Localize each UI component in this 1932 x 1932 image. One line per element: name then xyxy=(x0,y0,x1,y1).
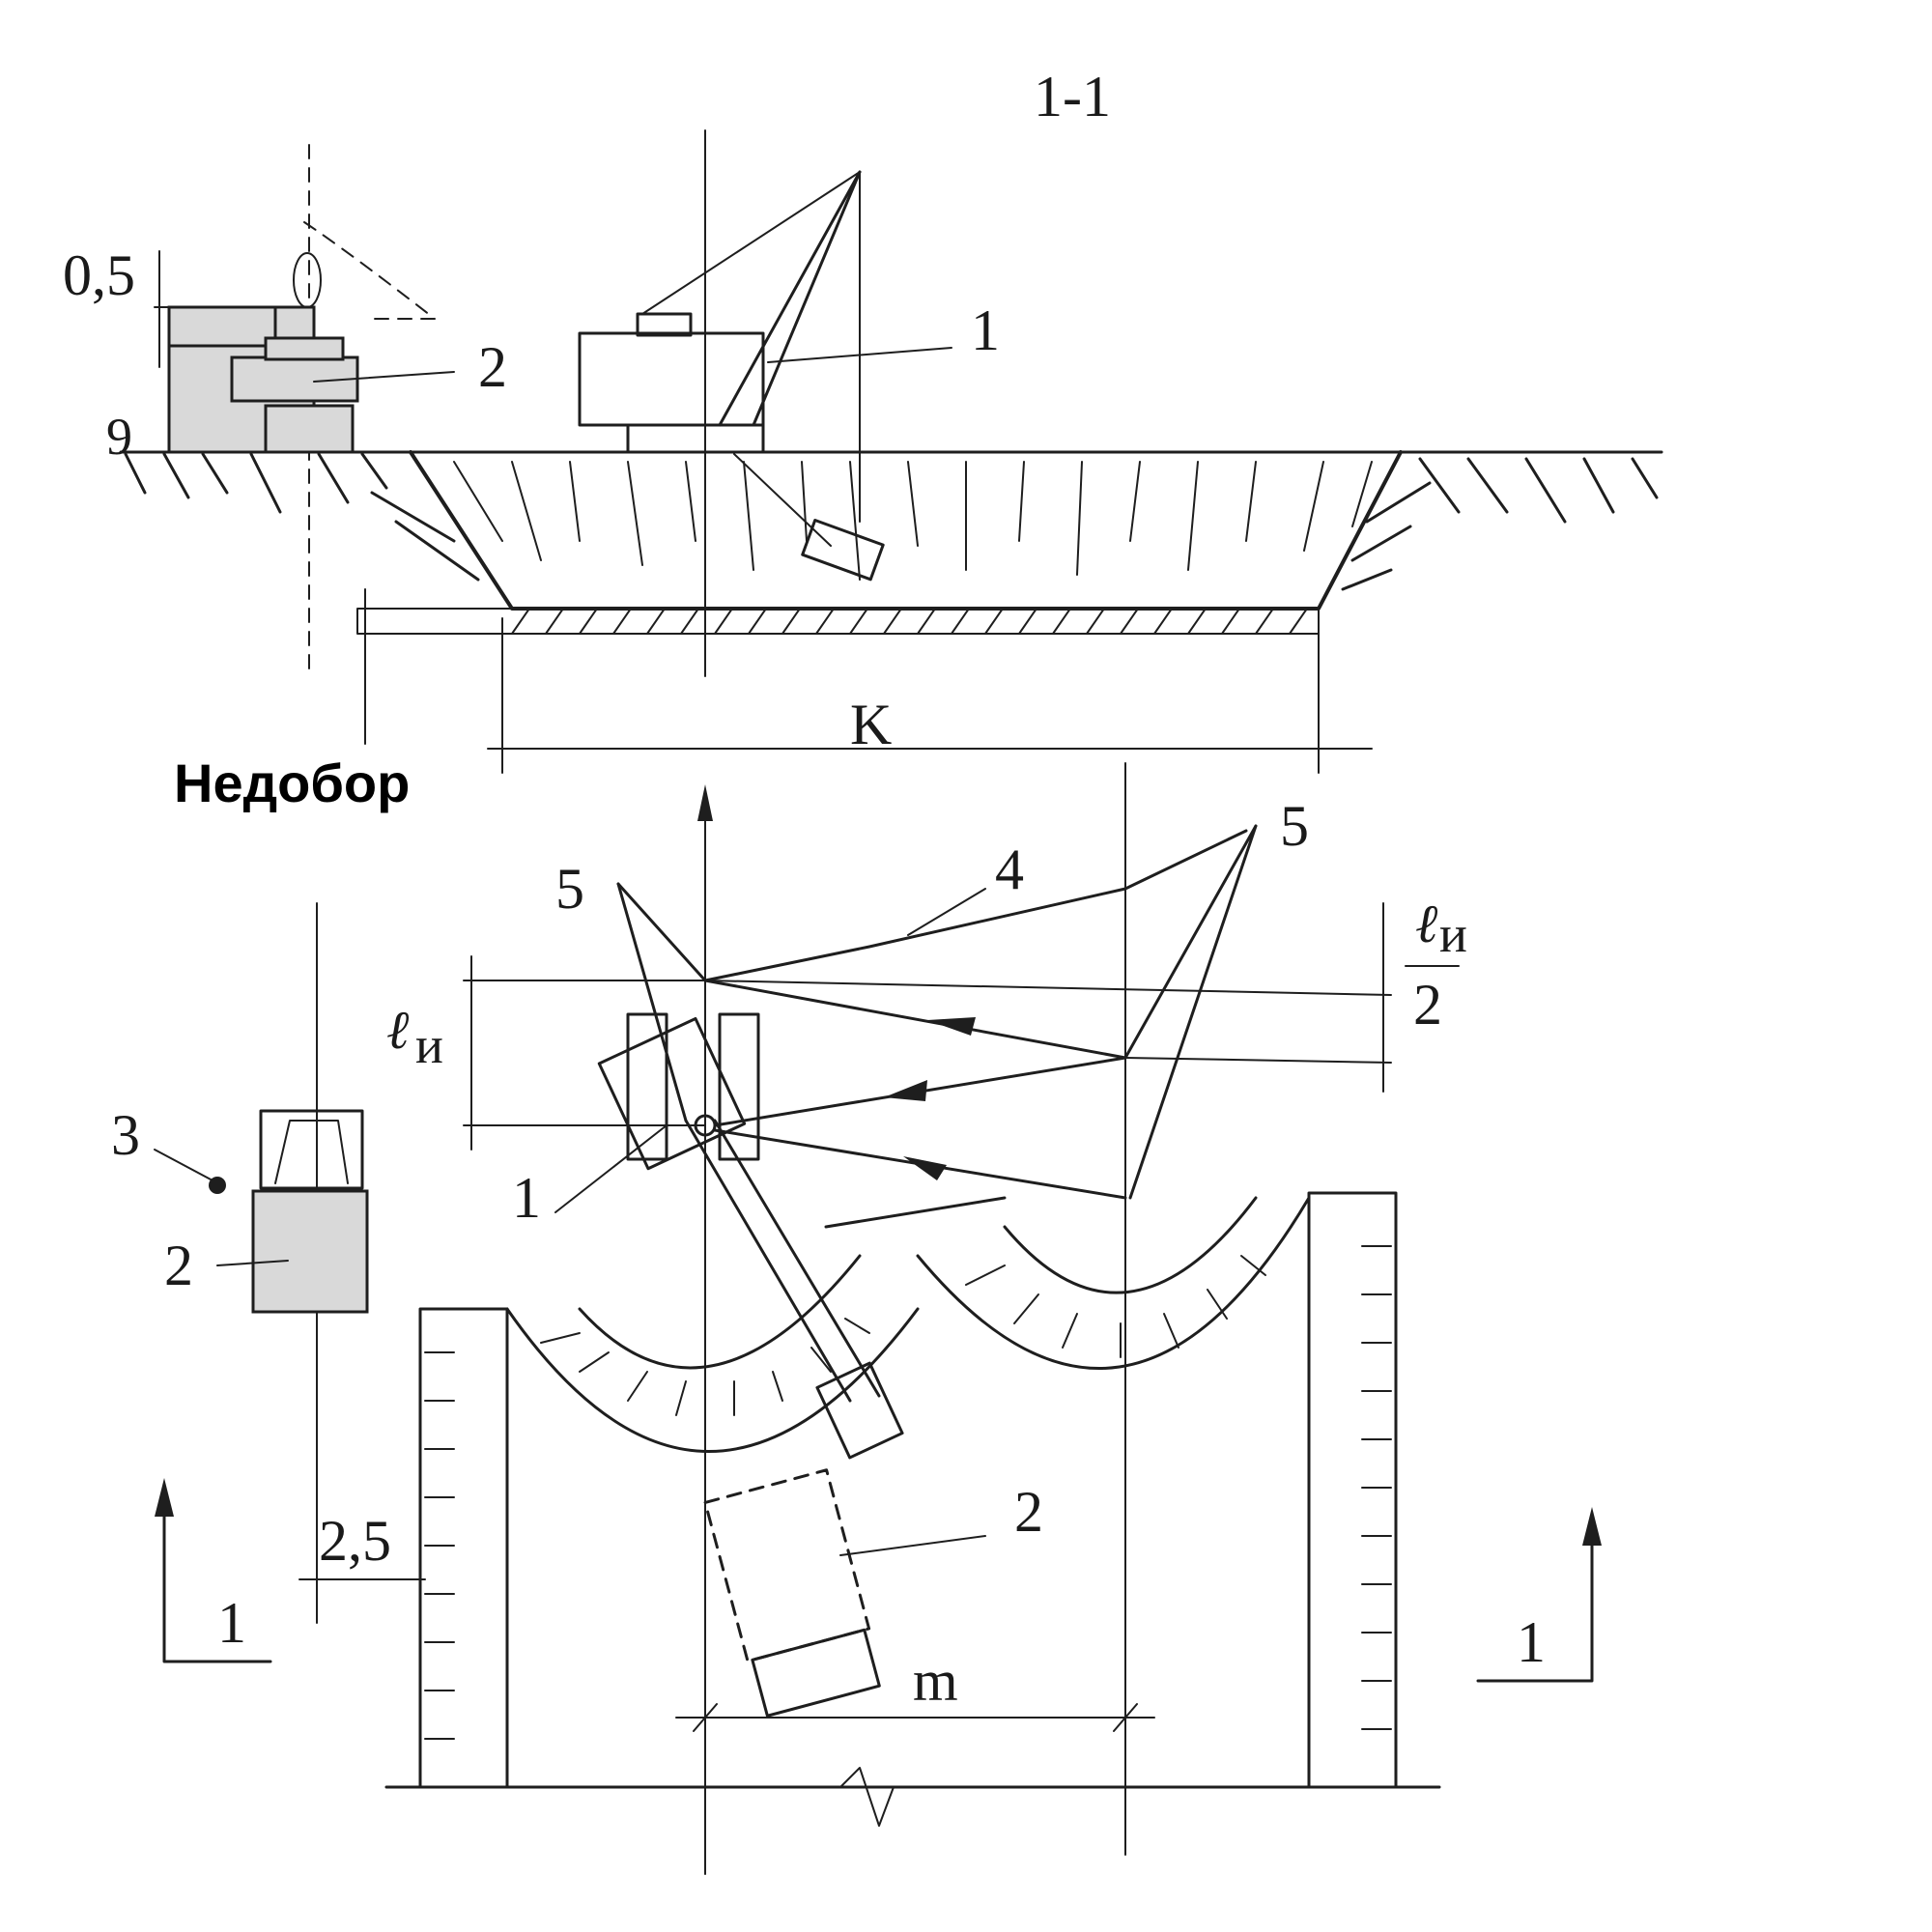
excavator-boom xyxy=(718,170,862,427)
dim-half-l-ext-bottom xyxy=(1124,1057,1392,1064)
face-arc-left-outer xyxy=(505,1307,920,1453)
label-cut-left: 1 xyxy=(217,1591,246,1655)
leader-excavator xyxy=(767,347,952,363)
truck-plan-loading xyxy=(703,1468,881,1718)
dim-half-l-ext-top xyxy=(704,980,1392,996)
path-5-right-b xyxy=(1128,824,1258,1200)
path-5-right-a xyxy=(1123,824,1258,1060)
truck-plan-cab-detail xyxy=(274,1120,349,1184)
travel-arrow-3 xyxy=(903,1156,947,1180)
cut-marker-left xyxy=(155,1478,272,1663)
excavator-guy-line xyxy=(641,171,861,315)
label-dim-half: 0,5 xyxy=(63,243,135,307)
label-point-5-left: 5 xyxy=(555,857,584,921)
label-dim-small: 9 xyxy=(106,408,132,466)
face-arc-right-inner xyxy=(1003,1196,1258,1294)
excavator-boom-2 xyxy=(752,170,862,427)
pit-wall-left xyxy=(418,1307,509,1789)
label-plan-excavator: 1 xyxy=(512,1166,541,1230)
ground-hatch xyxy=(124,452,1659,591)
bucket-dumping xyxy=(293,252,322,308)
label-excavator-section: 1 xyxy=(971,298,1000,362)
leader-path-4 xyxy=(907,888,986,936)
pit-soil-ticks xyxy=(453,461,1373,581)
dragline-bucket xyxy=(801,518,885,582)
loading-truck-body xyxy=(703,1468,871,1663)
undercut-hatch xyxy=(511,608,1308,635)
label-marker-3: 3 xyxy=(111,1103,140,1167)
cut-marker-right xyxy=(1476,1507,1602,1683)
label-width-k: K xyxy=(850,693,892,756)
axis-arrow xyxy=(697,784,713,821)
dim-m-tick-right xyxy=(1113,1703,1138,1732)
leader-plan-truck xyxy=(216,1260,289,1266)
pit-wall-left-ticks xyxy=(424,1351,455,1740)
section-view: 1 2 0,5 9 K Недобор 1-1 xyxy=(63,65,1663,813)
label-frac-den: 2 xyxy=(1413,973,1442,1037)
plan-view: 1 4 5 5 ℓ и ℓ и 2 xyxy=(111,762,1602,1875)
excavator-plan-body xyxy=(597,1016,747,1171)
label-l-sub: и xyxy=(415,1016,443,1074)
travel-arrow-1 xyxy=(927,1017,976,1036)
excavator-plan xyxy=(597,1016,747,1171)
label-loading-truck: 2 xyxy=(1014,1480,1043,1544)
travel-line-1 xyxy=(703,979,1127,1060)
label-plan-truck: 2 xyxy=(164,1234,193,1297)
excavator-tracks xyxy=(626,423,765,454)
pit-wall-right-ticks xyxy=(1361,1245,1392,1730)
truck-plan-standing xyxy=(251,1109,369,1314)
loading-truck-cab xyxy=(751,1628,881,1718)
pit-outline xyxy=(409,450,1403,611)
face-arc-left-inner xyxy=(578,1254,862,1370)
soil-pile-top xyxy=(167,305,277,348)
excavator-swing-dashed xyxy=(303,221,436,320)
travel-arrow-2 xyxy=(884,1080,927,1101)
label-cut-right: 1 xyxy=(1517,1610,1546,1674)
truck-block-2 xyxy=(264,336,345,361)
excavator-cab xyxy=(578,331,765,427)
face-arc-right-outer xyxy=(916,1196,1311,1371)
face-joint xyxy=(824,1196,1007,1229)
truck-block-3 xyxy=(264,404,355,454)
excavator-plan-bucket xyxy=(815,1361,904,1460)
leader-loading-truck xyxy=(839,1535,986,1556)
leader-marker-3 xyxy=(154,1149,213,1181)
break-symbol xyxy=(839,1767,895,1827)
excavator-plan-boom-2 xyxy=(713,1119,881,1398)
label-point-5-right: 5 xyxy=(1280,794,1309,858)
excavator-drag-rope xyxy=(733,453,832,547)
section-title: 1-1 xyxy=(1034,65,1111,128)
label-undercut: Недобор xyxy=(174,753,410,813)
excavator-section xyxy=(578,170,885,582)
face-arc-ticks xyxy=(540,1255,1266,1416)
path-4 xyxy=(703,829,1248,982)
truck-section xyxy=(167,221,436,454)
dim-m-tick-left xyxy=(693,1703,718,1732)
label-dim-m: m xyxy=(913,1649,958,1713)
label-frac-num: ℓ xyxy=(1415,895,1438,954)
label-path-4: 4 xyxy=(995,838,1024,901)
label-frac-num-sub: и xyxy=(1439,905,1467,963)
label-l: ℓ xyxy=(386,1001,410,1061)
truck-plan-body xyxy=(251,1189,369,1314)
path-5-left-a xyxy=(616,882,707,982)
leader-truck xyxy=(313,371,455,383)
excavator-plan-boom xyxy=(684,1119,852,1403)
excavator-track-left xyxy=(626,1012,668,1161)
truck-plan-cab xyxy=(259,1109,364,1190)
label-dim-2-5: 2,5 xyxy=(319,1509,391,1573)
excavator-cab-top xyxy=(636,312,693,337)
path-5-left-b xyxy=(616,882,688,1122)
leader-plan-excavator xyxy=(554,1124,668,1213)
pit-wall-right xyxy=(1307,1191,1398,1789)
label-truck-section: 2 xyxy=(478,335,507,399)
